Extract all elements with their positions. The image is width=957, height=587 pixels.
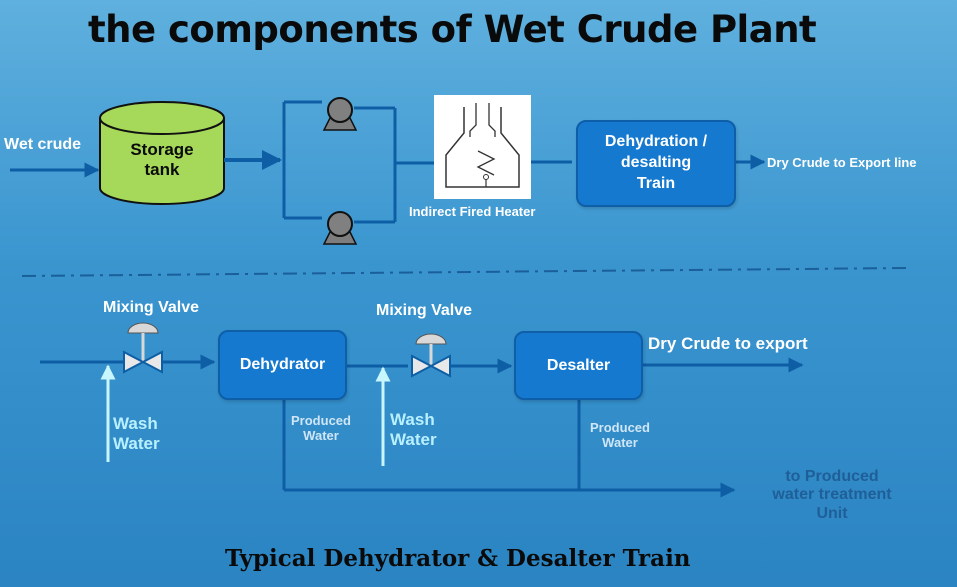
treatment-line2: water treatment xyxy=(772,486,892,504)
dehydrator-box: Dehydrator xyxy=(218,330,347,400)
page-title: the components of Wet Crude Plant xyxy=(88,8,817,51)
storage-tank-label-line1: Storage xyxy=(130,140,194,159)
train-label-line3: Train xyxy=(636,174,676,192)
storage-tank-label: Storage tank xyxy=(108,140,216,179)
page-subtitle: Typical Dehydrator & Desalter Train xyxy=(225,545,691,572)
produced-water-2-line1: Produced xyxy=(590,420,650,435)
wash-water-1-line2: Water xyxy=(113,433,160,453)
dehydrator-label: Dehydrator xyxy=(239,356,326,373)
mixing-valve-1-label: Mixing Valve xyxy=(103,299,200,316)
indirect-fired-heater xyxy=(434,95,531,199)
wash-water-1-line1: Wash xyxy=(113,414,158,433)
wash-water-1-label: Wash Water xyxy=(113,414,160,453)
desalter-label: Desalter xyxy=(546,356,611,374)
produced-water-1-label: Produced Water xyxy=(284,413,358,444)
storage-tank-icon xyxy=(99,101,225,205)
wet-crude-label: Wet crude xyxy=(4,136,82,153)
desalter-box: Desalter xyxy=(514,331,643,400)
heater-icon xyxy=(445,103,520,188)
treatment-unit-label: to Produced water treatment Unit xyxy=(752,468,912,523)
wash-water-2-line1: Wash xyxy=(390,410,435,429)
produced-water-2-label: Produced Water xyxy=(582,420,658,451)
produced-water-1-line1: Produced xyxy=(291,413,351,428)
heater-label: Indirect Fired Heater xyxy=(409,204,536,219)
wash-water-2-line2: Water xyxy=(390,429,437,449)
section-divider xyxy=(21,267,911,277)
mixing-valve-1-icon xyxy=(123,322,163,374)
produced-water-1-line2: Water xyxy=(303,427,339,443)
produced-water-2-line2: Water xyxy=(602,434,638,450)
dry-crude-export-label: Dry Crude to export xyxy=(648,334,808,353)
mixing-valve-2-label: Mixing Valve xyxy=(376,302,473,319)
storage-tank-label-line2: tank xyxy=(144,159,180,179)
wash-water-2-label: Wash Water xyxy=(390,410,437,449)
treatment-line3: Unit xyxy=(816,504,848,522)
pump-2-icon xyxy=(322,211,358,245)
export-line-label: Dry Crude to Export line xyxy=(767,155,917,170)
dehydration-desalting-train-box: Dehydration / desalting Train xyxy=(576,120,736,207)
treatment-line1: to Produced xyxy=(785,468,879,485)
pump-1-icon xyxy=(322,97,358,131)
mixing-valve-2-icon xyxy=(411,333,451,378)
train-label-line1: Dehydration / xyxy=(604,133,708,151)
train-label-line2: desalting xyxy=(620,154,692,172)
